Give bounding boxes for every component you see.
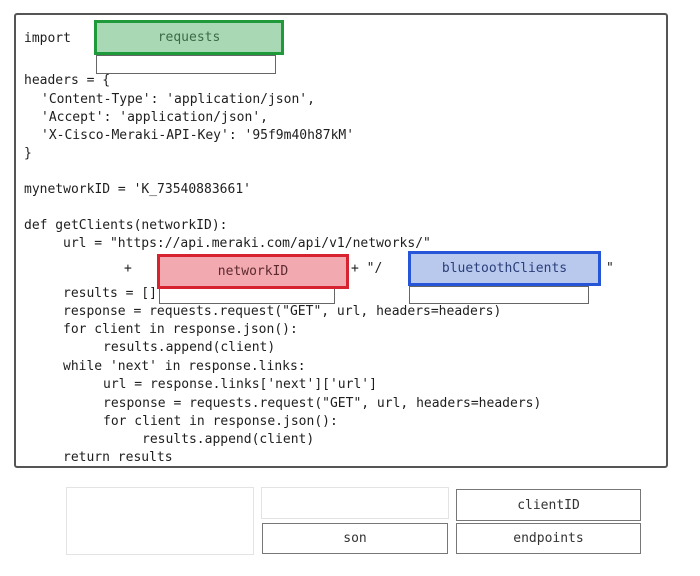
for-line: for client in response.json(): — [63, 322, 298, 337]
empty-option-1[interactable] — [66, 487, 254, 555]
headers-close: } — [24, 146, 32, 161]
bluetooth-clients-drop-slot[interactable]: bluetoothClients — [408, 251, 601, 286]
endpoints-option[interactable]: endpoints — [456, 523, 641, 554]
headers-api-key: 'X-Cisco-Meraki-API-Key': '95f9m40h87kM' — [41, 128, 355, 143]
bluetooth-blank[interactable] — [409, 286, 589, 304]
while-line: while 'next' in response.links: — [63, 359, 306, 374]
headers-open: headers = { — [24, 73, 111, 88]
response-next-line: response = requests.request("GET", url, … — [103, 396, 542, 411]
son-option[interactable]: son — [262, 523, 448, 554]
code-panel: import requests headers = { 'Content-Typ… — [14, 13, 668, 468]
response-line: response = requests.request("GET", url, … — [63, 304, 502, 319]
headers-accept: 'Accept': 'application/json', — [41, 110, 268, 125]
append-line: results.append(client) — [103, 340, 276, 355]
network-id-drop-slot[interactable]: networkID — [157, 254, 349, 289]
for-next-line: for client in response.json(): — [103, 414, 338, 429]
requests-drop-slot[interactable]: requests — [94, 20, 284, 55]
import-blank[interactable] — [96, 55, 276, 74]
requests-slot-label: requests — [157, 30, 221, 45]
def-line: def getClients(networkID): — [24, 218, 228, 233]
url-next-line: url = response.links['next']['url'] — [103, 377, 377, 392]
plus-sign: + — [124, 261, 132, 276]
results-line: results = [] — [63, 286, 157, 301]
client-id-option[interactable]: clientID — [456, 489, 641, 521]
endpoints-option-label: endpoints — [513, 531, 584, 546]
son-option-label: son — [343, 531, 367, 546]
import-keyword: import — [24, 31, 71, 46]
plus-slash: + "/ — [351, 261, 383, 276]
bluetooth-clients-slot-label: bluetoothClients — [441, 261, 568, 276]
return-line: return results — [63, 450, 173, 465]
append-next-line: results.append(client) — [142, 432, 315, 447]
headers-content-type: 'Content-Type': 'application/json', — [41, 92, 315, 107]
network-id-slot-label: networkID — [217, 264, 289, 279]
client-id-option-label: clientID — [517, 497, 580, 513]
network-id-line: mynetworkID = 'K_73540883661' — [24, 182, 251, 197]
empty-option-2[interactable] — [261, 487, 449, 519]
closing-quote: " — [606, 261, 614, 276]
url-line: url = "https://api.meraki.com/api/v1/net… — [63, 236, 431, 251]
